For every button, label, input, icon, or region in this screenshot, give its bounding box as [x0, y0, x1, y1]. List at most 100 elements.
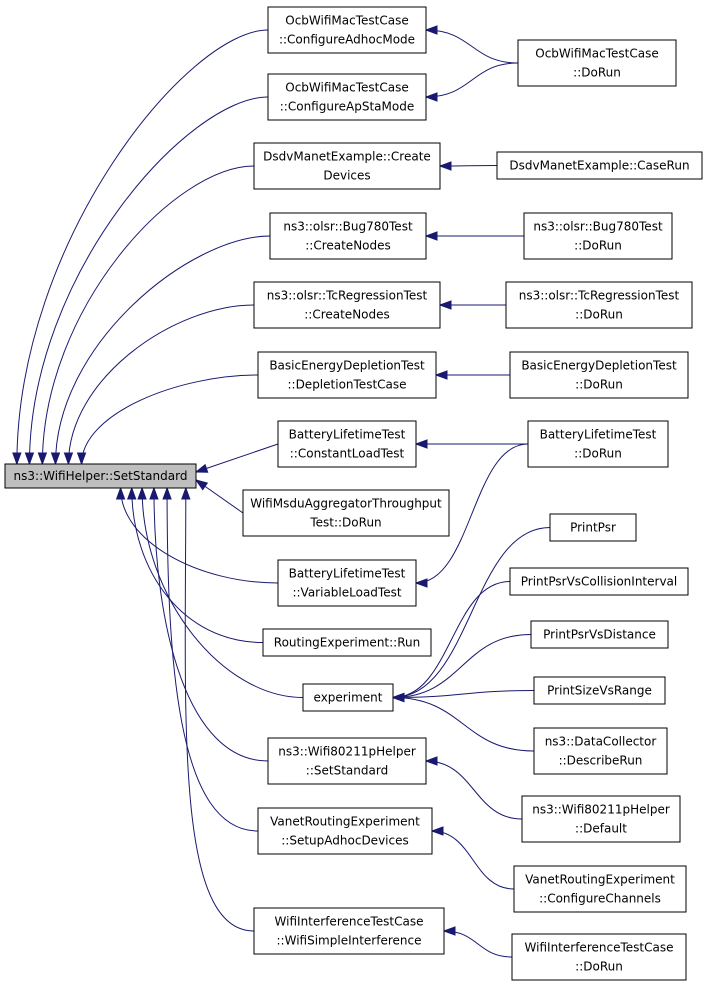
- graph-node[interactable]: PrintPsrVsCollisionInterval: [509, 567, 689, 596]
- graph-node[interactable]: WifiInterferenceTestCase::WifiSimpleInte…: [253, 907, 445, 955]
- call-edge: [12, 29, 269, 466]
- node-label: ::DoRun: [575, 960, 623, 974]
- graph-node[interactable]: ns3::olsr::TcRegressionTest::DoRun: [505, 281, 693, 329]
- graph-node[interactable]: ns3::olsr::TcRegressionTest::CreateNodes: [253, 281, 441, 329]
- graph-node[interactable]: ns3::olsr::Bug780Test::CreateNodes: [269, 212, 427, 260]
- call-edge: [137, 486, 304, 698]
- edge-line: [392, 527, 551, 698]
- graph-node[interactable]: BasicEnergyDepletionTest::DoRun: [509, 351, 689, 399]
- edge-line: [415, 443, 529, 584]
- call-edge: [194, 443, 279, 473]
- node-label: BatteryLifetimeTest: [289, 428, 406, 442]
- node-box: [509, 351, 689, 399]
- node-label: ns3::olsr::Bug780Test: [533, 220, 663, 234]
- node-label: ::DescribeRun: [559, 754, 643, 768]
- node-label: VanetRoutingExperiment: [270, 815, 420, 829]
- node-label: ::SetupAdhocDevices: [281, 834, 408, 848]
- graph-node[interactable]: DsdvManetExample::CaseRun: [496, 151, 703, 180]
- node-label: PrintPsr: [570, 521, 616, 535]
- graph-node[interactable]: ns3::olsr::Bug780Test::DoRun: [523, 212, 673, 260]
- node-box: [257, 807, 433, 855]
- arrowhead-icon: [149, 486, 159, 500]
- node-box: [4, 463, 197, 489]
- graph-node[interactable]: OcbWifiMacTestCase::ConfigureAdhocMode: [267, 6, 427, 54]
- node-label: VanetRoutingExperiment: [525, 873, 675, 887]
- graph-node[interactable]: RoutingExperiment::Run: [262, 628, 432, 657]
- node-label: DsdvManetExample::Create: [263, 150, 431, 164]
- node-label: OcbWifiMacTestCase: [285, 81, 408, 95]
- node-label: ns3::olsr::Bug780Test: [283, 220, 413, 234]
- node-box: [509, 567, 689, 596]
- node-box: [549, 513, 637, 542]
- graph-node[interactable]: BatteryLifetimeTest::DoRun: [527, 420, 669, 468]
- graph-node[interactable]: ns3::DataCollector::DescribeRun: [533, 727, 668, 775]
- edge-line: [55, 235, 271, 465]
- node-label: ns3::olsr::TcRegressionTest: [519, 289, 680, 303]
- arrowhead-icon: [424, 756, 438, 766]
- node-label: ::DoRun: [574, 239, 622, 253]
- graph-node[interactable]: OcbWifiMacTestCase::ConfigureApStaMode: [267, 73, 427, 121]
- call-edge: [442, 926, 513, 958]
- node-label: ns3::olsr::TcRegressionTest: [267, 289, 428, 303]
- arrowhead-icon: [127, 486, 137, 500]
- edge-line: [153, 487, 269, 762]
- node-box: [302, 683, 394, 712]
- arrowhead-icon: [391, 692, 405, 703]
- node-box: [257, 351, 437, 399]
- node-label: ::CreateNodes: [305, 239, 391, 253]
- graph-node[interactable]: BasicEnergyDepletionTest::DepletionTestC…: [257, 351, 437, 399]
- call-edge: [391, 692, 535, 752]
- graph-node[interactable]: PrintPsrVsDistance: [530, 620, 669, 649]
- call-edge: [414, 439, 528, 449]
- edge-line: [166, 487, 259, 832]
- node-box: [521, 795, 681, 843]
- graph-node[interactable]: BatteryLifetimeTest::ConstantLoadTest: [277, 420, 417, 468]
- node-label: ::DepletionTestCase: [287, 378, 406, 392]
- edge-line: [425, 29, 519, 64]
- call-edge: [127, 486, 264, 643]
- graph-node[interactable]: ns3::Wifi80211pHelper::Default: [521, 795, 681, 843]
- arrowhead-icon: [424, 92, 438, 102]
- graph-node[interactable]: ns3::WifiHelper::SetStandard: [4, 463, 197, 489]
- graph-node[interactable]: WifiInterferenceTestCase::DoRun: [511, 933, 687, 981]
- call-edge: [430, 826, 515, 890]
- node-label: BatteryLifetimeTest: [289, 567, 406, 581]
- arrowhead-icon: [430, 826, 444, 836]
- nodes-layer: ns3::WifiHelper::SetStandard OcbWifiMacTe…: [4, 6, 703, 981]
- graph-node[interactable]: experiment: [302, 683, 394, 712]
- edge-line: [195, 443, 279, 473]
- graph-node[interactable]: PrintSizeVsRange: [533, 676, 666, 705]
- node-label: ::ConstantLoadTest: [290, 447, 405, 461]
- graph-node[interactable]: VanetRoutingExperiment::ConfigureChannel…: [513, 865, 687, 913]
- graph-node[interactable]: VanetRoutingExperiment::SetupAdhocDevice…: [257, 807, 433, 855]
- node-box: [253, 281, 441, 329]
- graph-node[interactable]: OcbWifiMacTestCase::DoRun: [517, 39, 677, 87]
- graph-node[interactable]: PrintPsr: [549, 513, 637, 542]
- node-box: [242, 489, 450, 537]
- edge-line: [28, 96, 269, 465]
- graph-node[interactable]: ns3::Wifi80211pHelper::SetStandard: [267, 737, 427, 785]
- graph-node[interactable]: BatteryLifetimeTest::VariableLoadTest: [277, 559, 417, 607]
- edge-line: [392, 690, 535, 698]
- call-edge: [115, 486, 279, 584]
- call-edge: [181, 486, 255, 932]
- edge-line: [120, 487, 279, 584]
- node-label: experiment: [314, 691, 383, 705]
- node-label: BasicEnergyDepletionTest: [269, 359, 425, 373]
- node-box: [277, 420, 417, 468]
- node-box: [533, 676, 666, 705]
- node-box: [527, 420, 669, 468]
- arrowhead-icon: [162, 486, 172, 500]
- node-label: ::DoRun: [573, 66, 621, 80]
- node-box: [517, 39, 677, 87]
- node-label: ns3::Wifi80211pHelper: [278, 745, 416, 759]
- call-edge: [24, 96, 269, 466]
- node-label: WifiMsduAggregatorThroughput: [250, 497, 442, 511]
- node-label: ::ConfigureApStaMode: [280, 100, 414, 114]
- arrowhead-icon: [194, 479, 209, 491]
- arrowhead-icon: [50, 452, 61, 466]
